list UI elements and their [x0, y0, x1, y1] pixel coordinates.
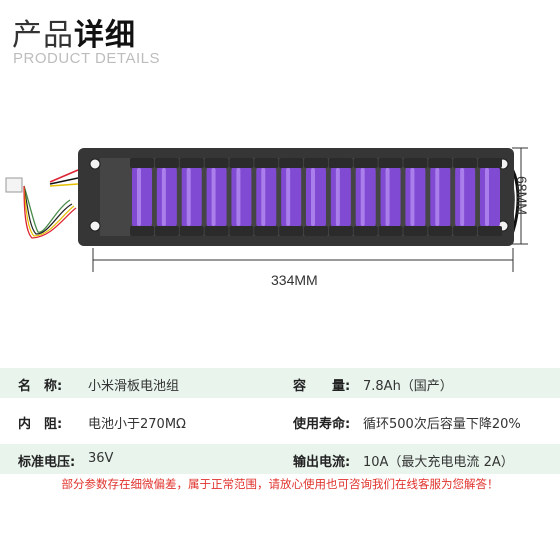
cell-highlight [385, 168, 390, 226]
cell-holder-top [403, 158, 428, 168]
cell-holder-bottom [179, 226, 204, 236]
cell-highlight [460, 168, 465, 226]
cell-holder-top [353, 158, 378, 168]
disclaimer-note: 部分参数存在细微偏差，属于正常范围，请放心使用也可咨询我们在线客服为您解答！ [61, 477, 499, 491]
cell-holder-top [229, 158, 254, 168]
cell-holder-top [304, 158, 328, 168]
cell-highlight [485, 168, 489, 226]
cell-holder-top [254, 158, 279, 168]
resistance-value: 电池小于270MΩ [88, 417, 186, 432]
lifespan-value: 循环500次后容量下降20% [363, 417, 521, 432]
title-light: 产品 [12, 18, 74, 53]
battery-pack-photo [5, 147, 528, 272]
spec-row-resistance: 内 阻: 电池小于270MΩ 使用寿命: 循环500次后容量下降20% [0, 406, 560, 436]
cell-holder-bottom [154, 226, 179, 236]
current-label: 输出电流: [293, 455, 351, 470]
cell-holder-top [378, 158, 403, 168]
cell-highlight [236, 168, 241, 226]
width-dimension-label: 334MM [271, 272, 318, 288]
voltage-value: 36V [88, 451, 114, 466]
name-value: 小米滑板电池组 [88, 379, 180, 394]
cell-holder-top [130, 158, 154, 168]
cell-holder-bottom [328, 226, 353, 236]
cell-holder-bottom [130, 226, 154, 236]
cell-highlight [261, 168, 266, 226]
cell-highlight [335, 168, 340, 226]
cell-highlight [435, 168, 440, 226]
cell-holder-bottom [304, 226, 328, 236]
cell-holder-bottom [254, 226, 279, 236]
cell-holder-bottom [378, 226, 403, 236]
cell-holder-bottom [478, 226, 502, 236]
cell-highlight [360, 168, 365, 226]
height-dimension-label: 68MM [514, 176, 530, 215]
cell-highlight [161, 168, 166, 226]
cell-highlight [186, 168, 191, 226]
name-label: 名 称: [18, 379, 63, 394]
cell-highlight [286, 168, 291, 226]
lifespan-label: 使用寿命: [293, 417, 351, 432]
cell-holder-bottom [279, 226, 304, 236]
cell-holder-top [279, 158, 304, 168]
capacity-label: 容 量: [293, 379, 351, 394]
voltage-label: 标准电压: [18, 455, 76, 470]
cell-holder-bottom [204, 226, 229, 236]
cell-holder-bottom [453, 226, 478, 236]
spec-row-voltage: 标准电压: 36V 输出电流: 10A（最大充电电流 2A） [0, 444, 560, 474]
cell-highlight [137, 168, 141, 226]
cell-holder-top [179, 158, 204, 168]
cell-holder-top [453, 158, 478, 168]
cell-holder-bottom [403, 226, 428, 236]
resistance-label: 内 阻: [18, 417, 63, 432]
cell-holder-top [154, 158, 179, 168]
cell-holder-bottom [229, 226, 254, 236]
title-bold: 详细 [74, 18, 136, 53]
cell-holder-top [328, 158, 353, 168]
spec-row-name: 名 称: 小米滑板电池组 容 量: 7.8Ah（国产） [0, 368, 560, 398]
cell-holder-top [204, 158, 229, 168]
cell-highlight [410, 168, 415, 226]
page-title: 产品详细 [12, 10, 136, 54]
current-value: 10A（最大充电电流 2A） [363, 455, 514, 470]
cell-highlight [211, 168, 216, 226]
cell-holder-top [478, 158, 502, 168]
capacity-value: 7.8Ah（国产） [363, 379, 453, 394]
cell-highlight [311, 168, 315, 226]
page-subtitle: PRODUCT DETAILS [13, 50, 160, 67]
cell-holder-bottom [353, 226, 378, 236]
cell-holder-bottom [428, 226, 453, 236]
cell-holder-top [428, 158, 453, 168]
